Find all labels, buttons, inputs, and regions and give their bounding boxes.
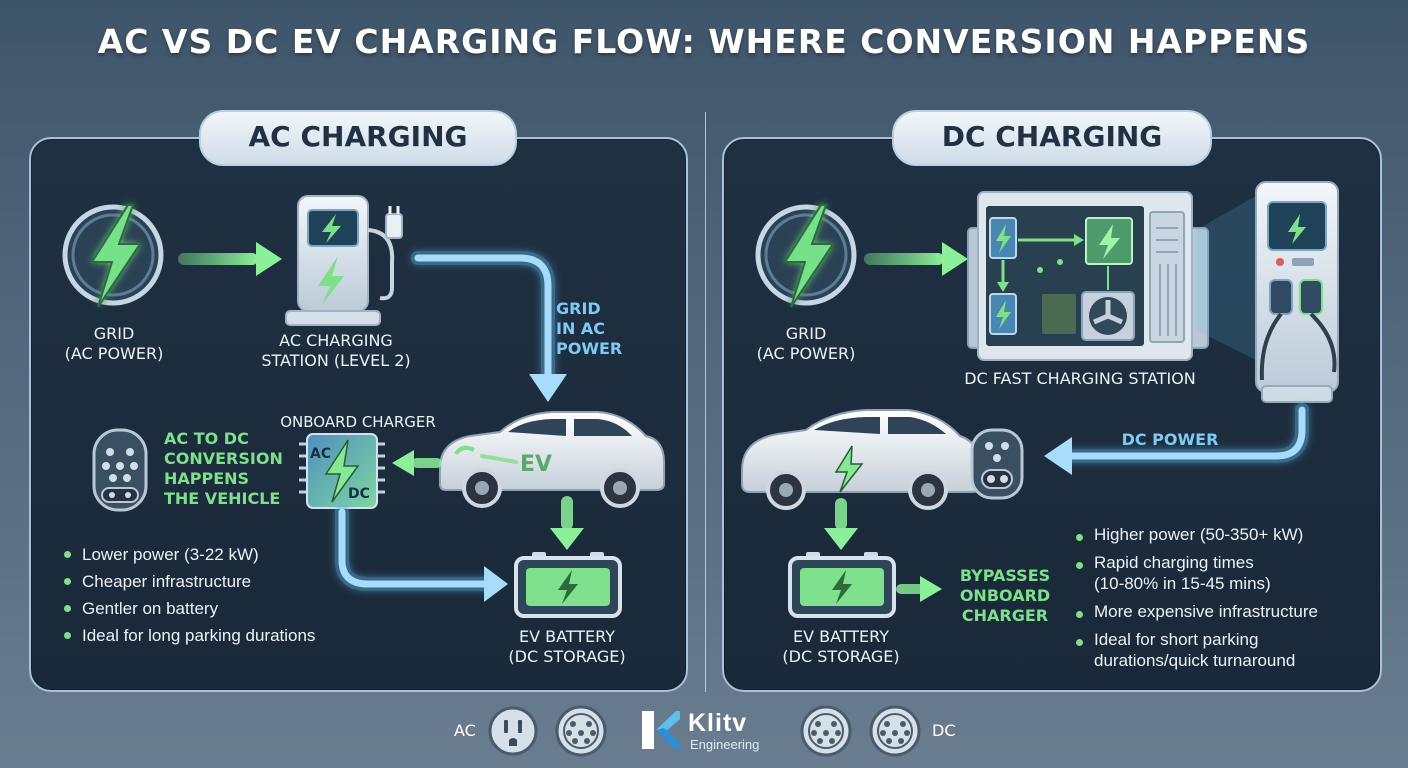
dc-grid-label: GRID (AC POWER) — [756, 324, 856, 363]
dc-station-label: DC FAST CHARGING STATION — [964, 369, 1196, 388]
onboard-charger-label: ONBOARD CHARGER — [280, 413, 436, 431]
footer-dc-connector-icon-2 — [869, 705, 921, 757]
dc-charging-heading: DC CHARGING — [892, 110, 1212, 166]
brand-k-icon — [642, 711, 680, 749]
chip-ac-label: AC — [310, 446, 332, 462]
dc-fast-charging-cabinet-icon — [967, 191, 1209, 361]
footer-ac-connector-icon — [555, 705, 607, 757]
brand-sub: Engineering — [690, 737, 760, 752]
dc-station-to-car-flow — [1044, 403, 1309, 475]
dc-grid-to-station-arrow — [864, 242, 968, 276]
dc-power-flow-label: DC POWER — [1121, 430, 1219, 449]
chip-dc-label: DC — [348, 486, 370, 502]
ac-car-icon — [439, 411, 665, 508]
ac-charging-heading: AC CHARGING — [199, 110, 517, 166]
ac-onboard-to-battery-flow — [335, 505, 508, 602]
ac-charging-station-icon — [285, 195, 403, 326]
dc-battery-label: EV BATTERY (DC STORAGE) — [782, 627, 900, 666]
dc-bypass-label: BYPASSES ONBOARD CHARGER — [959, 566, 1051, 625]
list-item: Ideal for long parking durations — [62, 622, 382, 649]
ac-car-to-onboard-arrow — [392, 450, 442, 476]
dc-charger-dispenser-icon — [1196, 181, 1339, 403]
center-divider — [705, 112, 706, 692]
dc-battery-icon — [788, 552, 896, 618]
dc-bypass-arrow — [896, 576, 942, 602]
ac-benefits-list: Lower power (3-22 kW) Cheaper infrastruc… — [62, 541, 382, 649]
list-item: Higher power (50-350+ kW) — [1074, 524, 1374, 545]
dc-grid-lightning-icon — [755, 204, 857, 308]
ac-station-label: AC CHARGING STATION (LEVEL 2) — [261, 331, 411, 370]
list-item: Lower power (3-22 kW) — [62, 541, 382, 568]
page-title: AC VS DC EV CHARGING FLOW: WHERE CONVERS… — [97, 22, 1311, 61]
brand-logo: Klitv Engineering — [640, 707, 780, 753]
ac-connector-icon — [92, 428, 148, 512]
ac-conversion-label: AC TO DC CONVERSION HAPPENS THE VEHICLE — [164, 429, 283, 508]
onboard-charger-chip-icon — [299, 433, 385, 509]
ac-grid-to-station-arrow — [178, 242, 282, 276]
ac-grid-lightning-icon — [62, 204, 164, 308]
list-item: Cheaper infrastructure — [62, 568, 382, 595]
brand-name: Klitv — [688, 709, 748, 737]
footer-ac-label: AC — [454, 721, 476, 740]
ac-station-to-car-flow — [411, 251, 567, 402]
list-item: Rapid charging times (10-80% in 15-45 mi… — [1074, 552, 1374, 594]
ac-car-to-battery-arrow — [550, 496, 584, 550]
dc-car-to-battery-arrow — [824, 498, 858, 550]
plug-icon — [385, 213, 403, 239]
dc-car-connector-icon — [970, 428, 1024, 500]
footer-dc-connector-icon-1 — [800, 705, 852, 757]
footer-ac-outlet-icon — [488, 706, 538, 756]
ac-grid-label: GRID (AC POWER) — [64, 324, 164, 363]
dc-benefits-list: Higher power (50-350+ kW) Rapid charging… — [1074, 524, 1374, 678]
list-item: Gentler on battery — [62, 595, 382, 622]
car-ev-badge: EV — [520, 452, 553, 477]
list-item: Ideal for short parking durations/quick … — [1074, 629, 1374, 671]
footer-dc-label: DC — [932, 721, 956, 740]
ac-battery-label: EV BATTERY (DC STORAGE) — [508, 627, 626, 666]
ac-grid-flow-label: GRID IN AC POWER — [556, 299, 623, 358]
ac-battery-icon — [514, 552, 622, 618]
dc-car-icon — [741, 409, 981, 510]
list-item: More expensive infrastructure — [1074, 601, 1374, 622]
